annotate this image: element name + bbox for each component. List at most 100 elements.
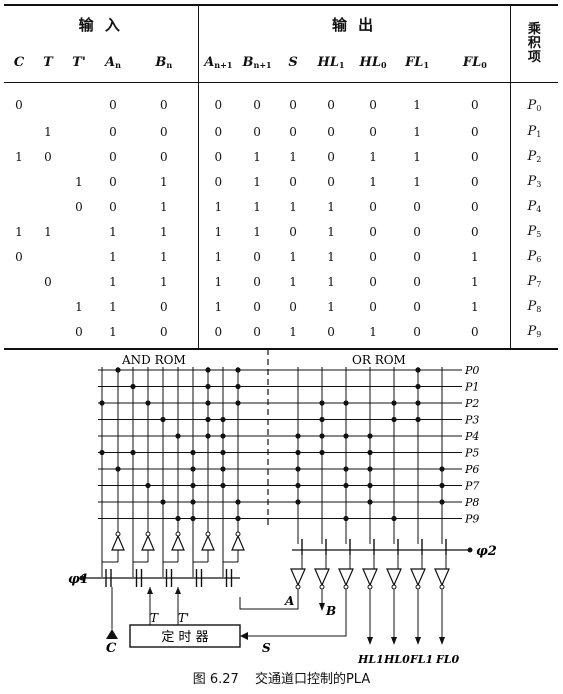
cell-output: 0: [327, 98, 335, 112]
cell-input: 1: [130, 244, 199, 269]
group-header-product-term: 乘 积 项: [510, 5, 558, 83]
table-group-header-row: 输 入 输 出 乘 积 项: [4, 5, 558, 65]
cell-output: 0: [440, 144, 511, 169]
cell-input: [62, 144, 96, 169]
cell-output: 0: [253, 124, 261, 139]
group-header-input: 输 入: [4, 5, 199, 42]
input-inverter: [231, 534, 245, 551]
feedback-a-label: A: [284, 594, 294, 608]
cell-input: [62, 219, 96, 244]
cell-output: 0: [369, 124, 377, 139]
cell-input: [62, 83, 96, 120]
or-connection-dot: [295, 482, 301, 489]
cell-output: 0: [369, 224, 377, 239]
and-connection-dot: [220, 482, 226, 489]
cell-input: 1: [44, 124, 52, 139]
cell-output: 0: [327, 149, 335, 164]
cell-product-term: P4: [527, 199, 542, 214]
product-term-label: P1: [464, 381, 479, 394]
cell-input: [34, 294, 62, 319]
cell-input: 0: [44, 274, 52, 289]
cell-output: 0: [253, 98, 261, 112]
or-connection-dot: [295, 466, 301, 472]
cell-output: 0: [289, 98, 297, 112]
cell-output: 1: [289, 149, 297, 164]
cell-output: 0: [253, 324, 261, 339]
cell-input: [62, 269, 96, 294]
and-connection-dot: [115, 367, 121, 373]
or-connection-dot: [367, 499, 373, 505]
cell-output: 0: [440, 169, 511, 194]
and-connection-dot: [205, 383, 211, 390]
or-connection-dot: [367, 482, 373, 489]
cell-input: 1: [130, 269, 199, 294]
phi2-label: φ2: [476, 544, 497, 559]
and-connection-dot: [175, 515, 181, 522]
inverter-bubble: [391, 584, 397, 590]
cell-output: 0: [440, 319, 511, 349]
cell-input: 1: [15, 224, 23, 239]
cell-output: 0: [440, 219, 511, 244]
cell-output: 0: [214, 174, 223, 189]
output-arrow: [367, 637, 373, 645]
input-inverter: [141, 534, 155, 551]
cell-output: 1: [214, 274, 223, 289]
output-label: HL1: [357, 653, 384, 666]
cell-input: 1: [109, 274, 117, 289]
cell-output: 0: [327, 324, 335, 339]
timer-link-arrow: [175, 587, 181, 594]
cell-input: 1: [109, 249, 117, 264]
cell-output: 0: [327, 124, 335, 139]
cell-output: 0: [214, 98, 223, 112]
pla-circuit-diagram: AND ROM OR ROM φ1 φ2 C T T' A B 定 时 器 S …: [68, 349, 497, 666]
cell-input: [4, 169, 34, 194]
cell-input: [34, 244, 62, 269]
col-header-output-0: An+1: [204, 54, 233, 70]
or-connection-dot: [391, 416, 397, 423]
pla-wires: [79, 534, 473, 645]
cell-output: 0: [413, 224, 421, 239]
cell-output: 0: [327, 174, 335, 189]
col-header-input-0: C: [13, 54, 25, 70]
signal-s-label: S: [262, 641, 271, 655]
or-connection-dot: [295, 499, 301, 505]
inverter-bubble: [319, 584, 325, 590]
and-connection-dot: [235, 367, 241, 373]
or-connection-dot: [439, 499, 445, 505]
cell-input: [34, 83, 62, 120]
cell-product-term: P5: [527, 224, 542, 239]
cell-input: 1: [130, 169, 199, 194]
inverter-bubble: [235, 531, 241, 537]
output-arrow: [415, 637, 421, 645]
output-inverter: [386, 568, 402, 587]
col-header-input-1: T: [43, 54, 53, 70]
input-t-label: T: [150, 611, 159, 625]
col-header-output-2: S: [288, 54, 298, 70]
and-connection-dot: [205, 433, 211, 439]
cell-input: 0: [75, 199, 83, 214]
output-label: FL1: [409, 653, 433, 666]
cell-input: [34, 194, 62, 219]
timer-link-arrow: [147, 587, 153, 594]
cell-output: 0: [369, 299, 377, 314]
input-tprime-label: T': [178, 611, 189, 625]
figure-title: 交通道口控制的PLA: [254, 672, 371, 687]
or-connection-dot: [415, 383, 421, 390]
or-connection-dot: [367, 433, 373, 439]
col-header-input-3: An: [105, 54, 121, 70]
cell-product-term: P7: [527, 274, 542, 289]
or-connection-dot: [343, 515, 349, 522]
cell-output: 1: [440, 294, 511, 319]
timer-label: 定 时 器: [161, 630, 208, 645]
cell-input: 1: [109, 224, 117, 239]
cell-product-term: P0: [527, 97, 542, 113]
cell-input: 0: [109, 174, 117, 189]
col-header-output-1: Bn+1: [242, 54, 272, 70]
and-connection-dot: [220, 449, 226, 456]
